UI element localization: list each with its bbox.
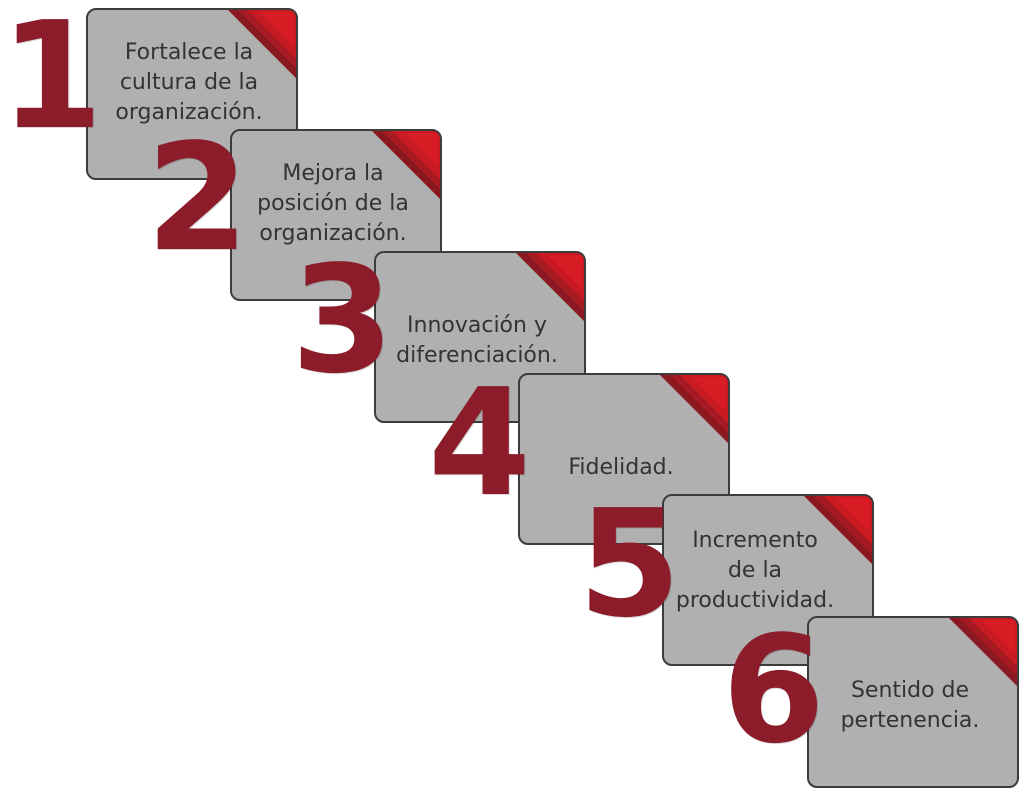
step-card-6: Sentido de pertenencia. (807, 616, 1019, 788)
step-text-6: Sentido de pertenencia. (840, 678, 980, 733)
step-number-4: 4 (428, 357, 531, 529)
step-number-5: 5 (578, 478, 681, 650)
step-text-2: Mejora la posición de la organización. (257, 161, 409, 246)
step-card-2: Mejora la posición de la organización. (230, 129, 442, 301)
step-number-1: 1 (0, 0, 103, 162)
step-card-1: Fortalece la cultura de la organización. (86, 8, 298, 180)
step-text-3: Innovación y diferenciación. (396, 313, 558, 368)
step-text-5: Incremento de la productividad. (675, 528, 835, 613)
step-text-1: Fortalece la cultura de la organización. (115, 40, 263, 125)
step-number-6: 6 (722, 604, 825, 776)
red-corner-fold (949, 618, 1017, 686)
red-corner-fold (516, 253, 584, 321)
red-corner-fold (372, 131, 440, 199)
step-number-2: 2 (146, 112, 249, 284)
red-corner-fold (804, 496, 872, 564)
step-number-3: 3 (291, 234, 394, 406)
red-corner-fold (228, 10, 296, 78)
red-corner-fold (660, 375, 728, 443)
step-text-4: Fidelidad. (568, 455, 674, 480)
